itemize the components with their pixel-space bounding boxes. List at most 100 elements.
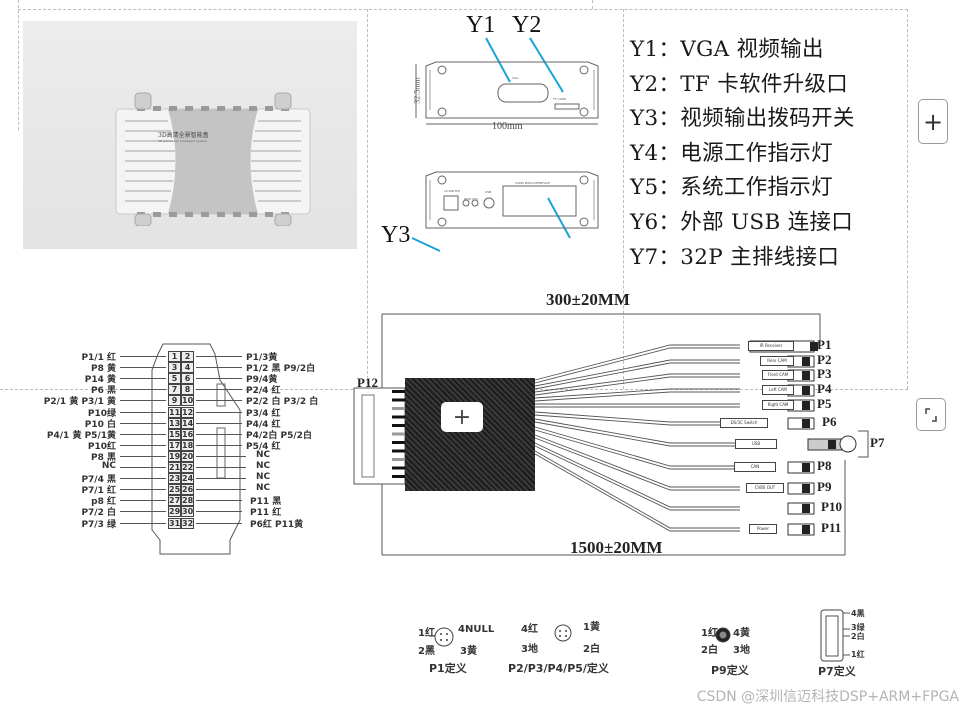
- p7-def-title: P7定义: [818, 665, 856, 678]
- wire: [534, 344, 740, 381]
- leader-line: [120, 367, 166, 369]
- p12-pin: [392, 466, 406, 470]
- legend-key: Y3：: [630, 106, 681, 132]
- leader-line: [120, 433, 166, 435]
- pin-left-label: P10绿: [87, 408, 116, 419]
- leader-line: [196, 378, 242, 380]
- pin-right-label: P9/4黄: [246, 375, 278, 386]
- pin-number: 8: [181, 384, 194, 396]
- pin-number: 30: [181, 506, 194, 518]
- pin-right-label: P6红 P11黄: [250, 519, 304, 530]
- wire-tag: IR Receiver: [748, 341, 794, 351]
- pin-right-label: P2/4 红: [246, 386, 281, 397]
- legend-key: Y7：: [630, 244, 681, 270]
- pin-right-label: P2/2 白 P3/2 白: [246, 397, 319, 408]
- connector-p10: [787, 502, 815, 515]
- legend-text: 系统工作指示灯: [680, 175, 833, 201]
- p7-pin-4: 4黑: [851, 609, 865, 618]
- wire: [534, 362, 740, 390]
- wire: [534, 445, 740, 511]
- p12-pin: [392, 390, 406, 393]
- connector-label: P6: [822, 414, 837, 429]
- wire: [534, 359, 740, 387]
- legend-item: Y3：视频输出拨码开关: [630, 102, 855, 137]
- p12-pin: [392, 407, 406, 410]
- leader-line: [196, 489, 246, 491]
- pin-left-label: P14 黄: [84, 375, 116, 386]
- p9-def-title: P9定义: [711, 664, 749, 677]
- leader-line: [196, 455, 246, 457]
- legend-key: Y2：: [630, 71, 681, 97]
- fullscreen-button[interactable]: [916, 398, 946, 431]
- bottom-dimension: 1500±20MM: [570, 538, 663, 557]
- legend-item: Y6：外部 USB 连接口: [630, 206, 855, 241]
- pin-right-label: P1/2 黑 P9/2白: [246, 364, 316, 375]
- connector-label: P8: [817, 458, 832, 473]
- pin-number: 15: [168, 428, 181, 440]
- legend-key: Y5：: [630, 175, 681, 201]
- dim-width: 100mm: [492, 121, 523, 132]
- leader-line: [196, 467, 246, 468]
- leader-line: [196, 400, 242, 402]
- pin-left-label: P8 黑: [91, 452, 116, 463]
- leader-line: [196, 356, 242, 357]
- port-legend: Y1：VGA 视频输出 Y2：TF 卡软件升级口 Y3：视频输出拨码开关 Y4：…: [630, 33, 855, 275]
- leader-line: [120, 467, 166, 468]
- pin-number: 24: [181, 473, 194, 485]
- leader-line: [120, 478, 166, 480]
- leader-line: [120, 356, 166, 357]
- pin-number: 3: [168, 362, 181, 374]
- leader-line: [120, 511, 166, 513]
- pin-right-label: NC: [256, 449, 271, 460]
- legend-text: TF 卡软件升级口: [680, 71, 849, 97]
- p1-pin-3: 3黄: [460, 646, 477, 657]
- p1-pin-1: 1红: [418, 628, 435, 639]
- p7-pin-1: 1红: [851, 650, 865, 659]
- pin-number: 29: [168, 506, 181, 518]
- leader-line: [120, 455, 166, 457]
- legend-item: Y5：系统工作指示灯: [630, 171, 855, 206]
- pin-left-label: P10 白: [84, 419, 116, 430]
- pin-number: 16: [181, 428, 194, 440]
- pin-left-label: P7/2 白: [81, 508, 116, 519]
- pin-number: 22: [181, 462, 194, 473]
- wire-tag: CVBS OUT: [746, 483, 784, 493]
- legend-item: Y7：32P 主排线接口: [630, 241, 855, 276]
- leader-line: [196, 444, 242, 446]
- wire: [534, 429, 740, 470]
- leader-line: [120, 389, 166, 391]
- image-add-button[interactable]: +: [441, 402, 483, 432]
- zoom-in-button[interactable]: +: [918, 99, 948, 144]
- pin-number: 27: [168, 495, 181, 507]
- p9-pin-1: 1红: [701, 628, 718, 639]
- pin-right-label: NC: [256, 483, 271, 494]
- leader-line: [120, 411, 166, 413]
- pin-number: 17: [168, 439, 181, 451]
- pin-number: 5: [168, 373, 181, 385]
- pin-number: 20: [181, 450, 194, 462]
- p9-pin-2: 2白: [701, 645, 718, 656]
- leader-line: [196, 522, 242, 524]
- wire-tag: Right CAM: [762, 400, 794, 410]
- layout-guide: [907, 9, 908, 389]
- leader-line: [196, 422, 242, 424]
- pin-number: 28: [181, 495, 194, 507]
- port-switch-label: LP-SWITCH: [444, 189, 461, 193]
- pin-number: 32: [181, 517, 194, 529]
- p12-pin: [392, 424, 406, 427]
- wire: [534, 421, 740, 447]
- legend-text: 外部 USB 连接口: [680, 209, 854, 235]
- connector-outline: [151, 343, 241, 555]
- connector-label: P4: [817, 381, 832, 396]
- p12-pin: [392, 415, 406, 419]
- pin-right-label: P4/2白 P5/2白: [246, 430, 312, 441]
- pin-left-label: P8 黄: [91, 364, 116, 375]
- top-dimension: 300±20MM: [546, 290, 630, 309]
- leader-line: [120, 522, 166, 524]
- pin-number: 11: [168, 406, 181, 418]
- leader-line: [196, 511, 242, 513]
- pin-left-label: P7/3 绿: [81, 519, 116, 530]
- pin-left-label: NC: [101, 461, 116, 471]
- connector-p11: [787, 523, 815, 536]
- pin-left-label: P7/4 黑: [81, 475, 116, 486]
